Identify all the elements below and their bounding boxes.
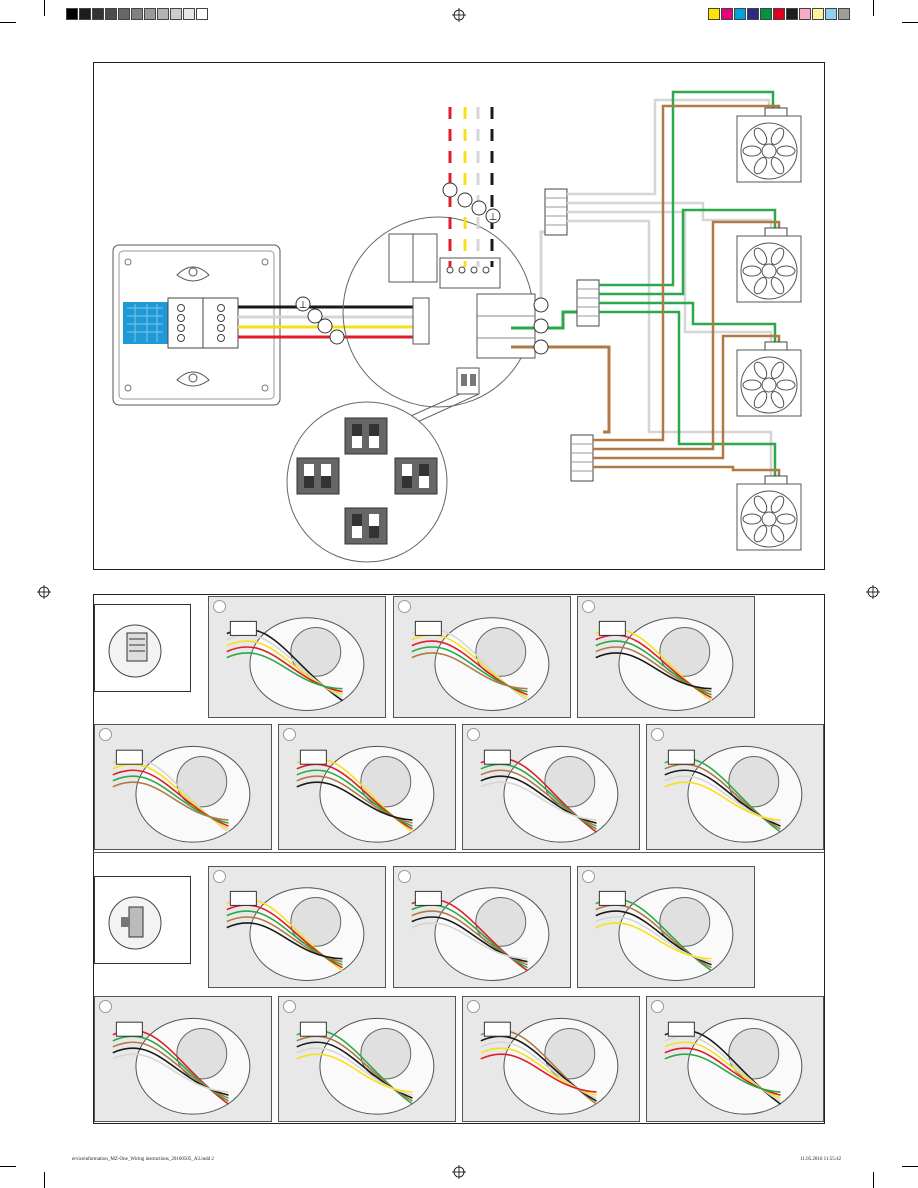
fan-unit xyxy=(736,341,802,417)
color-swatch xyxy=(786,8,798,20)
installation-step-illustration xyxy=(94,996,272,1122)
row-separator xyxy=(93,852,825,853)
step-number-badge xyxy=(582,600,595,613)
installation-step-illustration xyxy=(646,724,824,850)
step-number-badge xyxy=(582,870,595,883)
color-swatch xyxy=(721,8,733,20)
step-number-badge xyxy=(651,1000,664,1013)
dip-switch-option-top xyxy=(344,417,388,455)
color-swatch xyxy=(799,8,811,20)
hub-output-markers xyxy=(533,297,549,355)
color-swatch xyxy=(838,8,850,20)
gray-swatch xyxy=(79,8,91,20)
wire-markers-left: ⊥ xyxy=(295,296,345,345)
installation-step-illustration xyxy=(393,866,571,988)
step-number-badge xyxy=(467,1000,480,1013)
step-number-badge xyxy=(467,728,480,741)
reference-box-2 xyxy=(94,876,191,964)
wiring-diagram: ⊥ ⊥ xyxy=(112,90,802,563)
installation-step-illustration xyxy=(393,596,571,718)
installation-step-illustration xyxy=(94,724,272,850)
gray-swatch xyxy=(131,8,143,20)
color-swatch xyxy=(812,8,824,20)
dip-switch-option-right xyxy=(394,457,438,495)
color-swatch xyxy=(747,8,759,20)
controller-unit xyxy=(112,244,281,406)
step-number-badge xyxy=(398,600,411,613)
installation-step-illustration xyxy=(646,996,824,1122)
gray-swatch xyxy=(92,8,104,20)
footer-file-name: erviceinformation_MZ-One_Wiring instruct… xyxy=(72,1157,214,1162)
gray-swatch xyxy=(170,8,182,20)
gray-swatch xyxy=(66,8,78,20)
gray-swatch xyxy=(196,8,208,20)
installation-steps-frame xyxy=(93,594,825,1124)
wiring-diagram-frame xyxy=(93,62,825,570)
dip-switch-option-bottom xyxy=(344,507,388,545)
terminal-block-green xyxy=(576,279,600,327)
gray-swatch xyxy=(118,8,130,20)
fan-unit xyxy=(736,107,802,183)
step-number-badge xyxy=(651,728,664,741)
gray-swatch xyxy=(144,8,156,20)
installation-step-illustration xyxy=(462,724,640,850)
installation-step-illustration xyxy=(278,996,456,1122)
reference-box-1 xyxy=(94,604,191,692)
wire-markers-top: ⊥ xyxy=(442,182,501,224)
installation-step-illustration xyxy=(208,866,386,988)
color-swatch xyxy=(773,8,785,20)
ground-symbol: ⊥ xyxy=(299,300,308,311)
color-swatch xyxy=(734,8,746,20)
gray-swatch xyxy=(105,8,117,20)
fans xyxy=(736,107,802,551)
installation-step-illustration xyxy=(278,724,456,850)
color-swatch xyxy=(825,8,837,20)
fan-unit xyxy=(736,227,802,303)
gray-swatch xyxy=(183,8,195,20)
installation-step-illustration xyxy=(577,596,755,718)
gray-swatch xyxy=(157,8,169,20)
installation-step-illustration xyxy=(577,866,755,988)
terminal-block-brown xyxy=(570,434,594,482)
terminal-block-white xyxy=(544,188,568,236)
footer-timestamp: 11.05.2016 11:55:42 xyxy=(800,1157,842,1162)
installation-step-illustration xyxy=(462,996,640,1122)
step-number-badge xyxy=(99,728,112,741)
step-number-badge xyxy=(283,1000,296,1013)
color-swatch xyxy=(708,8,720,20)
color-swatch xyxy=(760,8,772,20)
step-number-badge xyxy=(99,1000,112,1013)
step-number-badge xyxy=(213,870,226,883)
fan-wires xyxy=(567,90,781,477)
step-number-badge xyxy=(213,600,226,613)
device-variant-icon-2 xyxy=(108,896,162,950)
installation-step-illustration xyxy=(208,596,386,718)
ground-symbol: ⊥ xyxy=(489,212,498,223)
dip-switch-option-left xyxy=(296,457,340,495)
dip-switch-zoom xyxy=(286,393,480,563)
fan-unit xyxy=(736,475,802,551)
device-variant-icon-1 xyxy=(108,624,162,678)
junction-hub xyxy=(342,216,536,408)
step-number-badge xyxy=(398,870,411,883)
step-number-badge xyxy=(283,728,296,741)
input-wires xyxy=(448,107,494,267)
